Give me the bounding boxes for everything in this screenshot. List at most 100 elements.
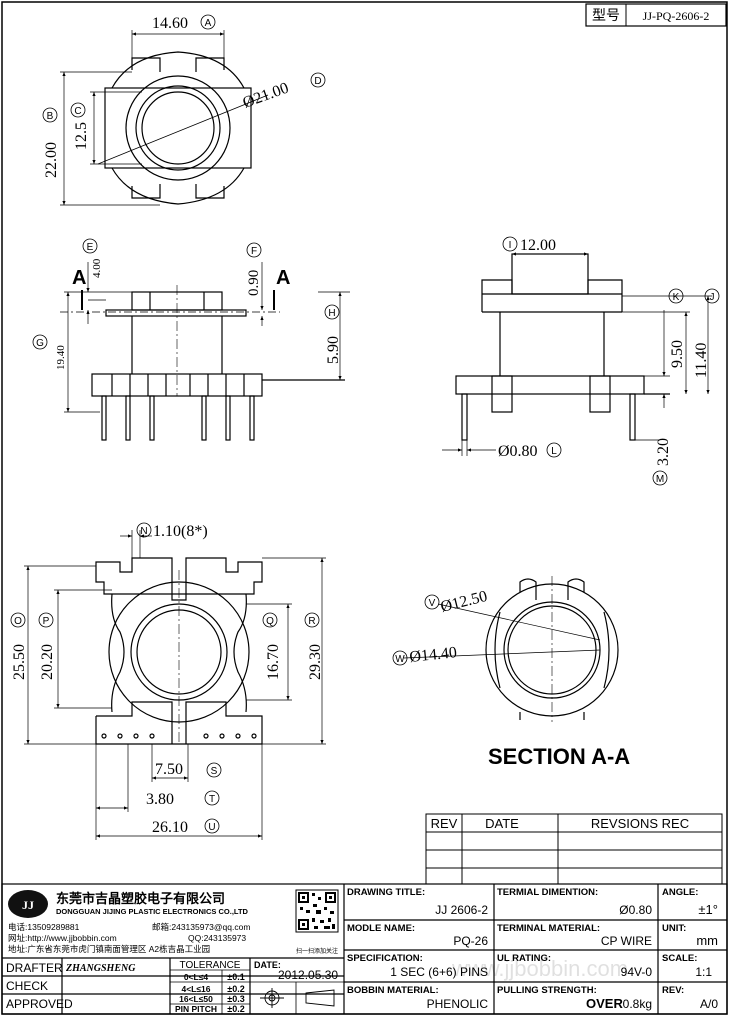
dim-950: 9.50: [669, 340, 686, 368]
front-view: [455, 253, 670, 441]
tol-range-1: 0<L≤4: [184, 972, 209, 982]
dim-o: 25.50: [11, 644, 28, 680]
bottom-view: [95, 557, 263, 745]
rev-value: A/0: [700, 997, 718, 1011]
dim-inner: 12.5: [73, 122, 90, 150]
tag-g: G: [36, 338, 44, 349]
specification: 1 SEC (6+6) PINS: [390, 965, 488, 979]
tag-k: K: [673, 292, 680, 303]
tag-p: P: [43, 616, 50, 627]
scale-value: 1:1: [695, 965, 712, 979]
pulling-strength-label: PULLING STRENGTH:: [497, 985, 597, 996]
tag-w: W: [395, 654, 405, 665]
dim-p: 20.20: [39, 644, 56, 680]
dim-g: 19.40: [55, 345, 67, 370]
dim-w: Ø14.40: [409, 644, 458, 666]
date-label: DATE:: [254, 960, 281, 970]
drawing-title-label: DRAWING TITLE:: [347, 887, 425, 898]
tag-v: V: [429, 598, 436, 609]
title-block-grid: [1, 883, 728, 1015]
tag-m: M: [656, 474, 664, 485]
tag-f: F: [251, 246, 257, 257]
tag-t: T: [209, 794, 215, 805]
dim-r: 29.30: [307, 644, 324, 680]
dim-width: 14.60: [152, 15, 188, 32]
pulling-over: OVER: [586, 996, 623, 1011]
model-number: JJ-PQ-2606-2: [643, 9, 710, 23]
bobbin-material: PHENOLIC: [427, 997, 489, 1011]
dim-m: 3.20: [655, 438, 672, 466]
drafter-signature: ZHANGSHENG: [65, 963, 136, 974]
model-name-label: MODLE NAME:: [347, 923, 415, 934]
company-name-en: DONGGUAN JIJING PLASTIC ELECTRONICS CO.,…: [56, 907, 249, 916]
top-view-dims: [60, 30, 225, 206]
tag-b: B: [47, 111, 54, 122]
dim-s: 7.50: [155, 761, 183, 778]
top-view: [97, 51, 269, 205]
specification-label: SPECIFICATION:: [347, 953, 423, 964]
dim-v: Ø12.50: [439, 588, 489, 616]
pulling-strength: 0.8kg: [623, 997, 652, 1011]
tag-s: S: [211, 766, 218, 777]
qr-note: 扫一扫添加关注: [296, 947, 338, 955]
terminal-dim: Ø0.80: [619, 903, 652, 917]
section-view: [485, 576, 619, 722]
tol-value-2: ±0.2: [227, 984, 244, 994]
rev-header-rec: REVSIONS REC: [591, 816, 689, 831]
bobbin-material-label: BOBBIN MATERIAL:: [347, 985, 439, 996]
company-qq: QQ:243135973: [188, 933, 246, 943]
ul-rating-label: UL RATING:: [497, 953, 551, 964]
unit-label: UNIT:: [662, 923, 686, 934]
company-name-cn: 东莞市吉晶塑胶电子有限公司: [56, 891, 225, 906]
tag-d: D: [314, 76, 321, 87]
section-dims: [403, 603, 601, 659]
side-view: [91, 285, 345, 441]
drawing-title: JJ 2606-2: [435, 903, 488, 917]
tag-r: R: [308, 616, 315, 627]
ul-rating: 94V-0: [621, 965, 653, 979]
tol-range-4: PIN PITCH: [175, 1004, 217, 1014]
tag-q: Q: [266, 616, 274, 627]
dim-f: 0.90: [246, 270, 262, 296]
model-name: PQ-26: [453, 934, 488, 948]
dim-h: 5.90: [325, 336, 342, 364]
tag-e: E: [87, 242, 94, 253]
angle-label: ANGLE:: [662, 887, 698, 898]
date-value: 2012.05.30: [278, 968, 338, 982]
company-address: 地址:广东省东莞市虎门镇南面管理区 A2栋吉晶工业园: [8, 944, 210, 954]
section-mark-right: A: [276, 267, 290, 289]
dim-i: 12.00: [520, 237, 556, 254]
front-view-dims: [442, 252, 712, 456]
dim-u: 26.10: [152, 819, 188, 836]
terminal-material-label: TERMINAL MATERIAL:: [497, 923, 600, 934]
company-email: 邮箱:243135973@qq.com: [152, 922, 250, 932]
tolerance-grid: [170, 969, 344, 1014]
tag-n: N: [140, 526, 147, 537]
section-mark-left: A: [72, 267, 86, 289]
terminal-dim-label: TERMIAL DIMENTION:: [497, 887, 598, 898]
tol-value-1: ±0.1: [227, 972, 244, 982]
side-view-dims: [60, 262, 350, 413]
tag-u: U: [208, 822, 215, 833]
model-header-box: 型号 JJ-PQ-2606-2: [585, 3, 727, 27]
approved-label: APPROVED: [6, 997, 73, 1011]
projection-symbol: [260, 988, 335, 1008]
company-logo: [8, 890, 48, 918]
tol-value-3: ±0.3: [227, 994, 244, 1004]
drafter-label: DRAFTER: [6, 961, 63, 975]
dim-e: 4.00: [91, 258, 103, 278]
dim-height: 22.00: [43, 142, 60, 178]
company-logo-text: JJ: [22, 898, 34, 912]
dim-pin-dia: Ø0.80: [498, 443, 538, 460]
dim-t: 3.80: [146, 791, 174, 808]
tag-i: I: [509, 240, 512, 251]
rev-label: REV:: [662, 985, 684, 996]
tag-o: O: [14, 616, 22, 627]
angle-value: ±1°: [698, 902, 718, 917]
tag-l: L: [551, 446, 557, 457]
rev-header-rev: REV: [431, 816, 458, 831]
company-web: 网址:http://www.jjbobbin.com: [8, 933, 117, 943]
